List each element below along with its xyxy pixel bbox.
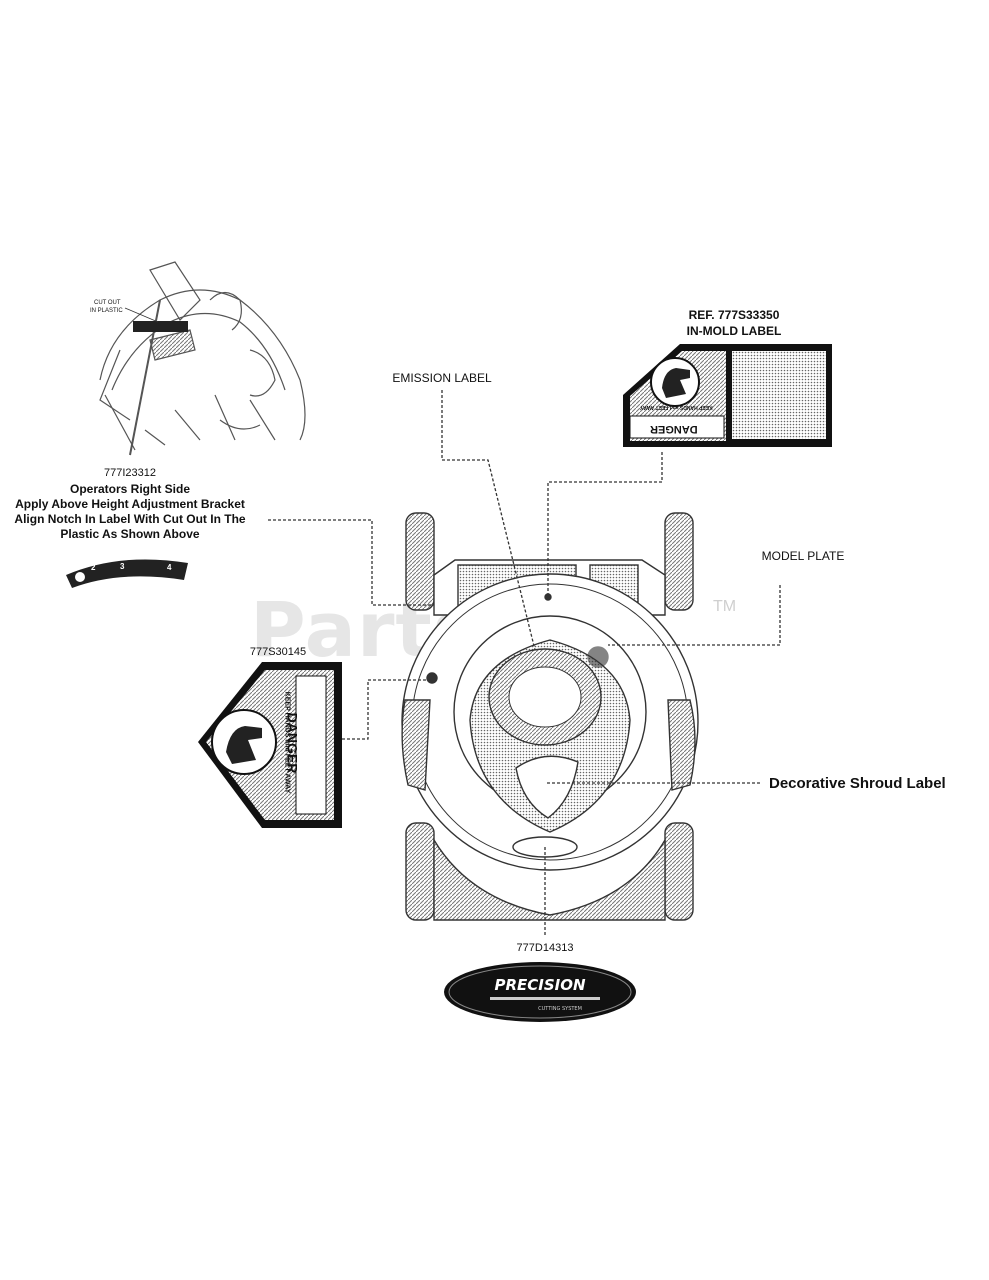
precision-logo-label: PRECISION CUTTING SYSTEM xyxy=(444,962,636,1022)
shroud-label-area xyxy=(515,755,579,819)
cut-out-label-detail xyxy=(133,321,188,332)
danger-label-top-title: DANGER xyxy=(650,423,698,435)
danger-in-mold-label xyxy=(623,344,832,447)
ref-777s33350: REF. 777S33350 xyxy=(688,308,780,322)
cut-out-note-line1: CUT OUT xyxy=(94,300,121,306)
wheel-rear-right xyxy=(664,512,694,611)
operators-right-side: Operators Right Side xyxy=(69,482,191,496)
wheel-front-right xyxy=(664,822,694,921)
in-mold-label-callout: IN-MOLD LABEL xyxy=(686,324,782,338)
wheel-front-left xyxy=(405,822,435,921)
part-777d14313: 777D14313 xyxy=(516,942,574,954)
align-notch-note: Align Notch In Label With Cut Out In The xyxy=(14,512,246,526)
height-number-3: 3 xyxy=(120,562,125,571)
danger-label-left-sub: KEEP HANDS and FEET AWAY xyxy=(283,691,291,794)
mower-top-view xyxy=(401,512,699,921)
model-plate-callout: MODEL PLATE xyxy=(761,549,845,563)
height-bracket-detail-sketch xyxy=(99,261,306,456)
precision-logo-subtext: CUTTING SYSTEM xyxy=(538,1006,582,1012)
plastic-shown-note: Plastic As Shown Above xyxy=(60,527,200,541)
height-number-4: 4 xyxy=(167,563,172,572)
part-777i23312: 777I23312 xyxy=(104,467,156,479)
height-adjust-label-graphic xyxy=(66,559,188,588)
height-number-2: 2 xyxy=(91,563,96,572)
danger-label-777s30145 xyxy=(198,662,342,828)
wheel-rear-left xyxy=(405,512,435,611)
cut-out-note-line2: IN PLASTIC xyxy=(90,308,123,314)
part-777s30145: 777S30145 xyxy=(249,646,307,658)
apply-above-bracket: Apply Above Height Adjustment Bracket xyxy=(15,497,245,511)
emission-label-callout: EMISSION LABEL xyxy=(392,371,492,385)
precision-logo-text: PRECISION xyxy=(494,976,586,994)
decorative-shroud-label-callout: Decorative Shroud Label xyxy=(769,775,946,792)
leader-lines xyxy=(268,390,781,935)
trademark-symbol: TM xyxy=(713,598,737,615)
danger-label-top-sub: KEEP HANDS and FEET AWAY xyxy=(640,404,713,410)
